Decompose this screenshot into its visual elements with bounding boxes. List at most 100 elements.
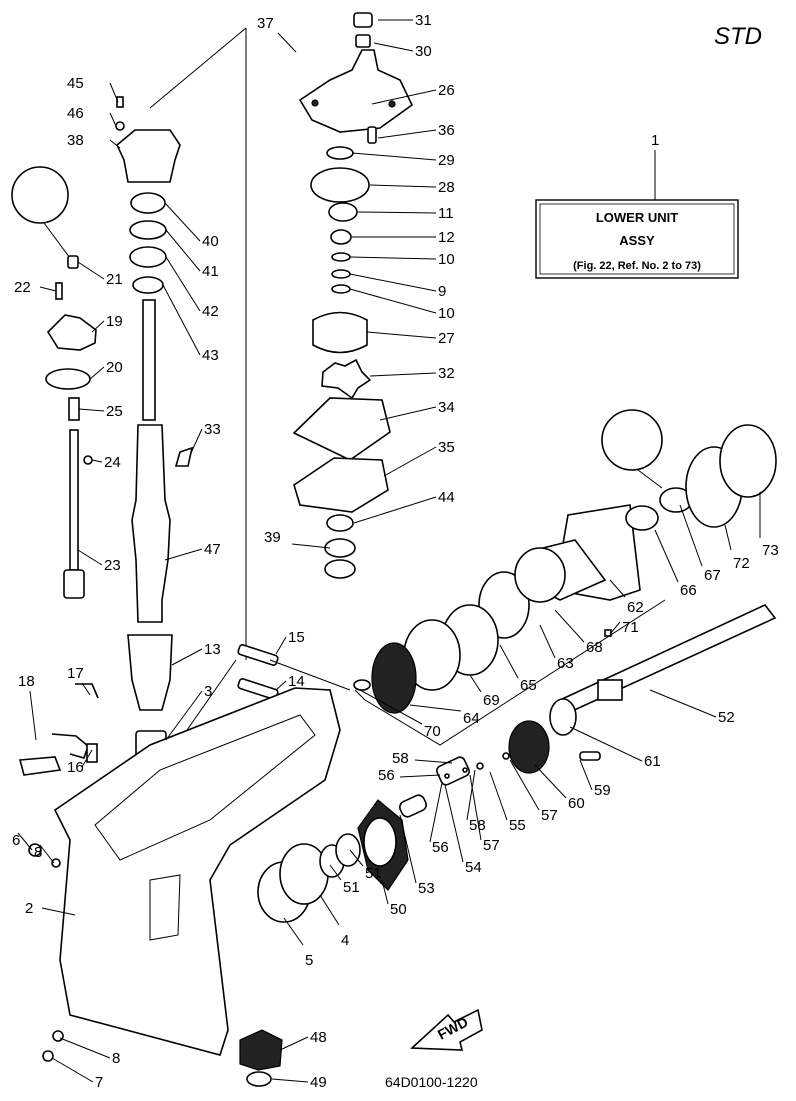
leader-line-67	[679, 504, 703, 567]
callout-62: 62	[627, 599, 644, 616]
forward-arrow: FWD	[410, 1008, 483, 1051]
callout-39: 39	[264, 529, 281, 546]
leader-line-72	[724, 524, 732, 551]
callout-25: 25	[106, 403, 123, 420]
callout-45: 45	[67, 75, 84, 92]
leader-line-29	[351, 152, 437, 161]
leader-line-10	[349, 288, 437, 314]
leader-line-61	[569, 726, 643, 762]
leader-line-16	[81, 749, 93, 768]
leader-line-13	[171, 648, 203, 666]
callout-34: 34	[438, 399, 455, 416]
callout-27: 27	[438, 330, 455, 347]
callout-61: 61	[644, 753, 661, 770]
callout-26: 26	[438, 82, 455, 99]
leader-line-52	[649, 689, 717, 718]
leader-line-6	[17, 832, 33, 851]
callout-52: 52	[718, 709, 735, 726]
callout-28: 28	[438, 179, 455, 196]
callout-48: 48	[310, 1029, 327, 1046]
callout-8: 8	[34, 844, 42, 861]
leader-line-63	[539, 624, 556, 659]
leader-line-27	[366, 331, 437, 339]
leader-line-4	[319, 894, 340, 926]
leader-line-19	[91, 320, 105, 333]
leader-line-20	[89, 366, 105, 380]
leader-line-36	[377, 129, 437, 139]
callout-18: 18	[18, 673, 35, 690]
callout-11: 11	[438, 205, 454, 222]
leader-line-28	[369, 184, 437, 188]
leader-line-34	[379, 406, 437, 421]
leader-line-46	[109, 112, 117, 127]
drawing-code: 64D0100-1220	[385, 1074, 478, 1090]
leader-line-8	[59, 1037, 111, 1059]
callout-16: 16	[67, 759, 84, 776]
callout-43: 43	[202, 347, 219, 364]
callout-9: 9	[438, 283, 446, 300]
title-box: LOWER UNIT ASSY (Fig. 22, Ref. No. 2 to …	[535, 199, 739, 279]
leader-line-38	[109, 139, 121, 149]
leader-line-43	[162, 284, 201, 356]
callout-15: 15	[288, 629, 305, 646]
callout-40: 40	[202, 233, 219, 250]
leader-line-48	[279, 1036, 309, 1051]
callout-56: 56	[432, 839, 449, 856]
leader-line-17	[81, 682, 91, 696]
callout-8: 8	[112, 1050, 120, 1067]
leader-line-8	[39, 844, 55, 864]
leader-line-39	[291, 543, 331, 549]
leader-line-47	[164, 548, 203, 561]
leader-line-55	[489, 771, 508, 821]
leader-line-50	[381, 879, 389, 905]
leader-lines	[17, 19, 761, 1083]
leader-line-59	[579, 759, 593, 791]
leader-line-51	[349, 849, 364, 867]
callout-19: 19	[106, 313, 123, 330]
leader-line-30	[373, 42, 414, 52]
callout-47: 47	[204, 541, 221, 558]
callout-6: 6	[12, 832, 20, 849]
leader-line-53	[399, 814, 417, 884]
callout-37: 37	[257, 15, 274, 32]
leader-line-41	[165, 229, 201, 272]
leader-line-58	[466, 769, 476, 821]
title-box-line1: LOWER UNIT	[596, 210, 678, 225]
leader-line-42	[165, 256, 201, 312]
leader-line-69	[469, 674, 482, 693]
callout-4: 4	[341, 932, 349, 949]
water-pump-parts	[292, 12, 414, 579]
callout-1: 1	[651, 132, 659, 149]
leader-line-26	[371, 89, 437, 105]
shift-rod-parts	[11, 166, 99, 776]
callout-21: 21	[106, 271, 123, 288]
gear-parts	[239, 794, 427, 1087]
leader-line-56	[429, 782, 443, 843]
leader-line-56	[399, 774, 441, 778]
callout-51: 51	[343, 879, 360, 896]
leader-line-10	[349, 256, 437, 260]
callout-42: 42	[202, 303, 219, 320]
callout-7: 7	[95, 1074, 103, 1091]
callout-5: 5	[305, 952, 313, 969]
leader-line-65	[499, 644, 519, 679]
callout-50: 50	[390, 901, 407, 918]
callout-41: 41	[202, 263, 219, 280]
callout-12: 12	[438, 229, 455, 246]
callout-53: 53	[418, 880, 435, 897]
callout-69: 69	[483, 692, 500, 709]
callout-70: 70	[424, 723, 441, 740]
callout-24: 24	[104, 454, 121, 471]
callout-67: 67	[704, 567, 721, 584]
callout-73: 73	[762, 542, 779, 559]
propeller-shaft-parts	[269, 409, 777, 786]
leader-line-7	[51, 1057, 94, 1083]
callout-72: 72	[733, 555, 750, 572]
leader-line-35	[383, 446, 437, 477]
leader-line-68	[554, 609, 585, 643]
leader-line-71	[609, 621, 621, 635]
callout-60: 60	[568, 795, 585, 812]
callout-71: 71	[622, 619, 639, 636]
leader-line-45	[109, 82, 119, 103]
